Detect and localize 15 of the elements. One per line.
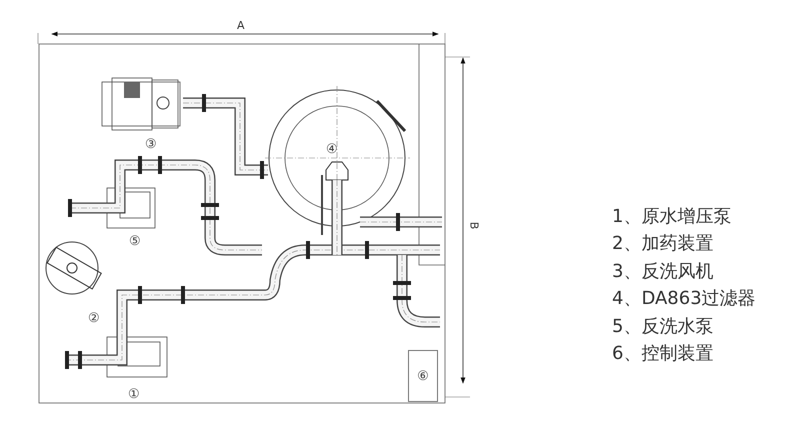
callout-number: ③: [145, 138, 157, 151]
callout-number: ②: [88, 312, 100, 325]
callout-number: ⑤: [129, 235, 141, 248]
legend-item-text: 5、反洗水泵: [612, 318, 714, 336]
callout-number: ⑥: [417, 370, 429, 382]
legend-item-text: 3、反洗风机: [612, 262, 714, 281]
legend-item-text: 1、原水增压泵: [612, 208, 732, 226]
legend-item-text: 4、DA863过滤器: [612, 290, 756, 308]
legend-item-text: 6、控制装置: [612, 345, 714, 363]
dimension-label: A: [237, 20, 245, 31]
callout-number: ①: [128, 388, 140, 401]
callout-number: ④: [326, 143, 338, 156]
legend-item-text: 2、加药装置: [612, 235, 714, 254]
control-box: [408, 350, 438, 402]
dimension-label: B: [468, 222, 480, 230]
